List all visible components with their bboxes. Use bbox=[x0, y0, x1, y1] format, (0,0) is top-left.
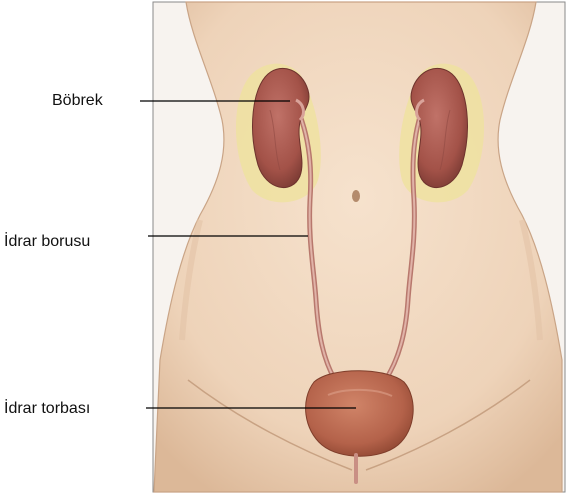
bladder-label: İdrar torbası bbox=[4, 400, 90, 418]
kidney-label: Böbrek bbox=[52, 92, 103, 110]
ureter-label: İdrar borusu bbox=[4, 233, 90, 251]
navel bbox=[352, 190, 360, 202]
